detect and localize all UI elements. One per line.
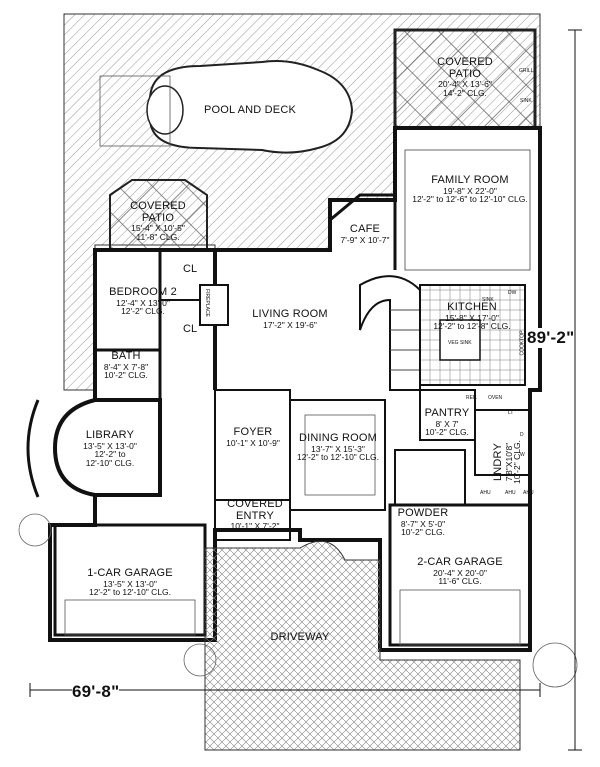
dishwasher-label: DW	[508, 290, 517, 296]
living-room-label: LIVING ROOM 17'-2" X 19'-6"	[252, 308, 328, 330]
dining-floor	[289, 399, 386, 511]
family-room-label: FAMILY ROOM 19'-8" X 22'-0" 12'-2" to 12…	[412, 174, 528, 205]
covered-patio-left-label: COVERED PATIO 15'-4" X 10'-5" 11'-8" CLG…	[130, 200, 186, 243]
powder-label: POWDER 8'-7" X 5'-0" 10'-2" CLG.	[397, 507, 449, 538]
pool-label: POOL AND DECK	[203, 104, 297, 116]
sink-label: SINK	[482, 297, 494, 303]
house-footprint	[48, 126, 542, 652]
depth-dimension: 89'-2"	[527, 328, 575, 348]
pergola	[99, 75, 171, 147]
fireplace-label: FIREPLACE	[203, 289, 210, 317]
covered-entry-label: COVERED ENTRY 10'-1" X 7'-2"	[227, 498, 283, 532]
driveway-paving	[204, 540, 521, 751]
grill-label: GRILL	[519, 68, 534, 74]
pantry-label: PANTRY 8' X 7' 10'-2" CLG.	[424, 407, 470, 438]
lt-label: LT	[508, 410, 514, 416]
garage2-label: 2-CAR GARAGE 20'-4" X 20'-0" 11'-6" CLG.	[417, 556, 503, 587]
closet-label-1: CL	[183, 263, 198, 275]
patio-sink-label: SINK	[520, 98, 532, 104]
width-dimension: 69'-8"	[72, 682, 120, 702]
dryer-label: D	[520, 432, 524, 438]
fireplace	[199, 284, 229, 326]
garage2-door	[399, 589, 521, 646]
stair	[359, 275, 421, 391]
kitchen-label: KITCHEN 15'-8" X 17'-0" 12'-2" to 12'-8"…	[433, 301, 511, 332]
kitchen-island	[439, 319, 481, 361]
dining-ceiling	[304, 414, 376, 496]
covered-patio-top-label: COVERED PATIO 20'-4" X 13'-6" 14'-2" CLG…	[437, 56, 493, 99]
dining-room-label: DINING ROOM 13'-7" X 15'-3" 12'-2" to 12…	[296, 432, 380, 463]
cafe-bay	[328, 193, 397, 270]
washer-label: W	[520, 452, 525, 458]
veg-sink-label: VEG SINK	[448, 340, 472, 346]
family-room-ceiling	[404, 149, 531, 271]
ahu-label-2: AHU	[505, 490, 516, 496]
garage1-label: 1-CAR GARAGE 13'-5" X 13'-0" 12'-2" to 1…	[87, 567, 173, 598]
cooktop-label: COOKTOP	[519, 330, 526, 356]
closet-label-2: CL	[183, 323, 198, 335]
foyer-label: FOYER 10'-1" X 10'-9"	[226, 426, 280, 448]
library-bay	[52, 398, 162, 497]
pool	[149, 60, 354, 154]
garage1-door	[64, 599, 196, 636]
ahu-label-3: AHU	[523, 490, 534, 496]
laundry-room	[474, 409, 531, 476]
ref-label: REF.	[466, 395, 477, 401]
oven-label: OVEN	[488, 395, 503, 401]
bath-label: BATH 8'-4" X 7'-8" 10'-2" CLG.	[103, 350, 149, 381]
spa	[146, 85, 184, 135]
laundry-label: LNDRY 7'8"X10'8" 10'-2" CLG.	[492, 440, 523, 484]
library-label: LIBRARY 13'-5" X 13'-0" 12'-2" to 12'-10…	[83, 429, 137, 469]
bedroom2-label: BEDROOM 2 12'-4" X 13'-0" 12'-2" CLG.	[109, 286, 177, 317]
driveway-label: DRIVEWAY	[270, 631, 330, 643]
cafe-label: CAFE 7'-9" X 10'-7"	[340, 223, 390, 245]
ahu-label-1: AHU	[480, 490, 491, 496]
covered-entry-floor	[214, 499, 291, 541]
